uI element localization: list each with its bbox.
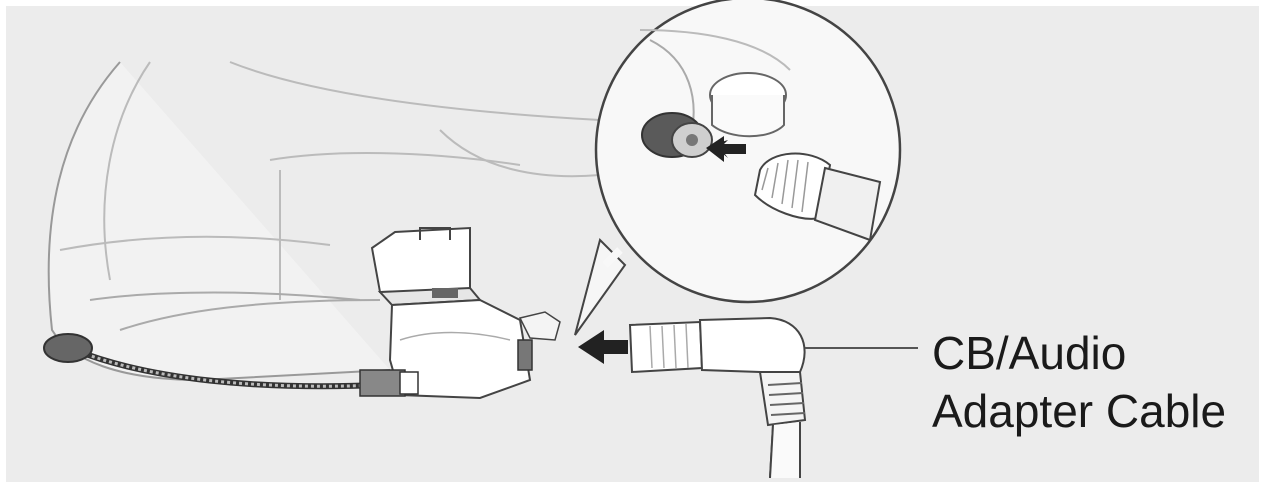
callout-label-line2: Adapter Cable (932, 388, 1226, 434)
callout-label-line1: CB/Audio (932, 330, 1126, 376)
zoom-magnifier-circle (575, 0, 900, 335)
insert-arrow (578, 330, 628, 364)
adapter-cable-illustration (630, 318, 805, 478)
